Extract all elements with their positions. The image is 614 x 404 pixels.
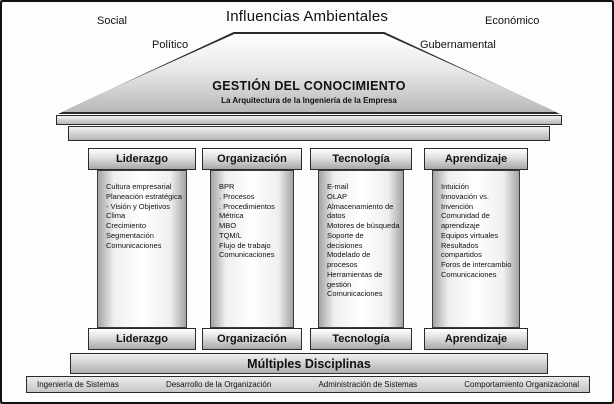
pillar-item: Soporte de decisiones: [327, 230, 364, 250]
entablature-upper-bar: [56, 115, 562, 125]
pillar-base-aprendizaje: Aprendizaje: [424, 328, 528, 350]
pillar-item: Resultados compartidos: [441, 240, 482, 260]
pillar-item: . Procedimientos: [219, 201, 275, 211]
pillar-item: Comunicaciones: [441, 269, 497, 279]
pillar-item: Motores de búsqueda: [327, 221, 400, 230]
pillar-item: Modelado de procesos: [327, 250, 371, 269]
diagram-title: Influencias Ambientales: [225, 8, 389, 25]
pillar-item: E-mail: [327, 182, 349, 191]
label-politico: Político: [152, 39, 189, 51]
entablature-lower-bar: [68, 126, 550, 141]
pillar-item: MBO: [219, 221, 237, 230]
pillar-item: . Procesos: [219, 191, 255, 201]
pillar-item: Foros de intercambio: [441, 260, 512, 269]
pillar-item: Intuición: [441, 182, 469, 191]
foundation-title: Múltiples Disciplinas: [247, 356, 371, 371]
discipline-desarrollo-de-la-organizacion: Desarrollo de la Organización: [165, 380, 272, 389]
pediment-title: GESTIÓN DEL CONOCIMIENTO: [212, 79, 406, 93]
label-social: Social: [97, 15, 127, 27]
pillar-item: Clima: [106, 211, 126, 221]
pillar-item: Comunicaciones: [106, 240, 162, 250]
pillar-item: Cultura empresarial: [106, 182, 172, 191]
pillar-base-tecnologia: Tecnología: [310, 328, 412, 350]
foundation-bar: Múltiples Disciplinas: [70, 353, 548, 374]
disciplines-bar: Ingeniería de Sistemas Desarrollo de la …: [26, 376, 590, 393]
pillar-item: Comunidad de aprendizaje: [441, 211, 490, 230]
pillar-base-liderazgo: Liderazgo: [88, 328, 196, 350]
pillar-item: Equipos virtuales: [441, 230, 499, 240]
pillar-base-organizacion: Organización: [202, 328, 302, 350]
label-economico: Económico: [485, 15, 540, 27]
discipline-comportamiento-organizacional: Comportamiento Organizacional: [464, 380, 579, 389]
pillar-item: BPR: [219, 182, 235, 191]
pillar-capital-liderazgo: Liderazgo: [88, 148, 196, 170]
pediment-subtitle: La Arquitectura de la Ingeniería de la E…: [221, 96, 397, 105]
pillar-item: Segmentación: [106, 230, 154, 240]
pillar-item: - Visión y Objetivos: [106, 201, 171, 211]
discipline-ingenieria-de-sistemas: Ingeniería de Sistemas: [37, 380, 119, 389]
pillar-item: OLAP: [327, 191, 348, 201]
pillar-capital-tecnologia: Tecnología: [310, 148, 412, 170]
pillar-item: Almacenamiento de datos: [327, 201, 394, 221]
pillar-item: Innovación vs. Invención: [441, 191, 489, 211]
pillar-capital-organizacion: Organización: [202, 148, 302, 170]
pillar-item: Comunicaciones: [327, 289, 383, 299]
pillar-capital-aprendizaje: Aprendizaje: [424, 148, 528, 170]
pillar-item: Comunicaciones: [219, 250, 275, 260]
pillar-item: Planeación estratégica: [106, 191, 182, 201]
discipline-administracion-de-sistemas: Administración de Sistemas: [318, 380, 418, 389]
pillar-item: Crecimiento: [106, 221, 147, 230]
label-gubernamental: Gubernamental: [420, 39, 496, 51]
pillar-item: TQM/L: [219, 230, 242, 240]
pillar-item: Métrica: [219, 211, 244, 221]
pillar-item: Herramientas de gestión: [327, 269, 383, 289]
pillar-item: Flujo de trabajo: [219, 240, 271, 250]
